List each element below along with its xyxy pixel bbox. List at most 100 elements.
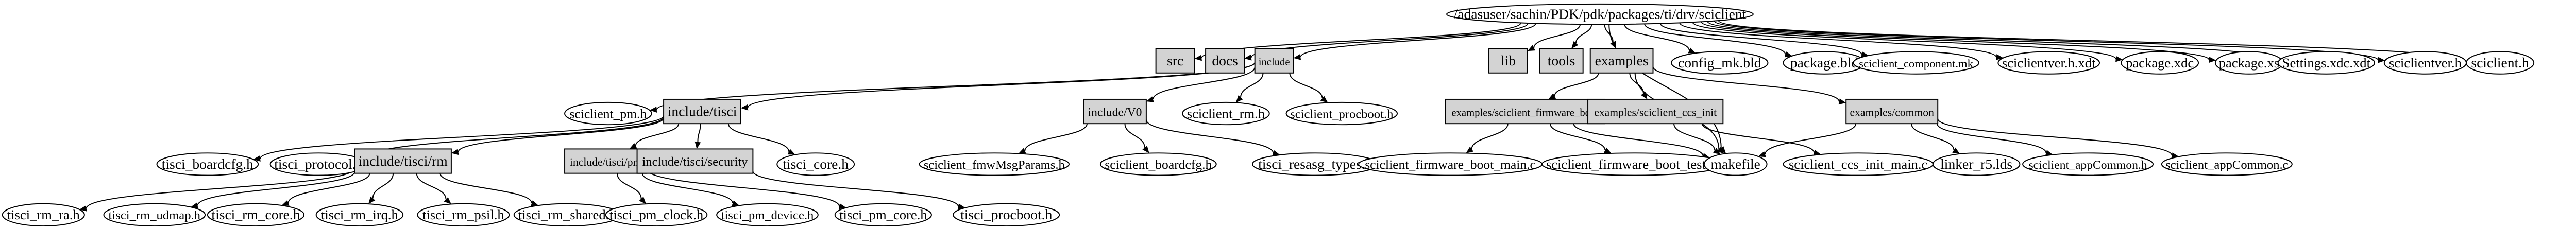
arrowhead-include_v0-to-sciclient_boardcfg_h — [1142, 146, 1149, 153]
node-tools[interactable]: tools — [1539, 48, 1584, 74]
node-tisci_pm_clock_h[interactable]: tisci_pm_clock.h — [605, 203, 708, 227]
arrowhead-include-to-sciclient_pm_h — [649, 107, 657, 113]
node-tisci_protocol_h[interactable]: tisci_protocol.h — [269, 152, 367, 176]
file-ellipse — [1853, 51, 1979, 75]
edge-ex_ccs_init-to-ccs_init_main_c — [1702, 123, 1815, 153]
node-linker_r5_lds[interactable]: linker_r5.lds — [1932, 152, 2021, 176]
node-include_tisci[interactable]: include/tisci — [663, 98, 741, 125]
node-settings_xdc_xdt[interactable]: Settings.xdc.xdt — [2277, 51, 2376, 75]
node-label: tisci_resasg_types.h — [1258, 156, 1372, 172]
file-ellipse — [564, 101, 652, 126]
node-config_mk_bld[interactable]: config_mk.bld — [1671, 51, 1769, 75]
node-label: package.bld — [1790, 55, 1859, 71]
node-label: sciclient_fmwMsgParams.h — [924, 158, 1065, 172]
directory-box — [1083, 98, 1147, 125]
node-tisci_pm_core_h[interactable]: tisci_pm_core.h — [834, 203, 932, 227]
edge-ex_fw_boot-to-fw_boot_tests_h — [1549, 123, 1606, 151]
arrowhead-include_v0-to-tisci_resasg_types_h — [1272, 150, 1280, 156]
file-ellipse — [1671, 51, 1769, 75]
node-examples[interactable]: examples — [1589, 48, 1654, 74]
arrowhead-include_tisci_pm-to-tisci_pm_clock_h — [639, 197, 647, 204]
directory-box — [1539, 48, 1584, 74]
node-include_tisci_pm[interactable]: include/tisci/pm — [564, 148, 648, 174]
arrowhead-include-to-sciclient_rm_h — [1235, 95, 1243, 103]
node-lib[interactable]: lib — [1488, 48, 1528, 74]
node-label: /adasuser/sachin/PDK/pdk/packages/ti/drv… — [1454, 6, 1747, 22]
node-sciclient_h[interactable]: sciclient.h — [2466, 51, 2535, 75]
arrowhead-root-to-sciclientver_h — [2378, 57, 2385, 63]
node-tisci_procboot_h[interactable]: tisci_procboot.h — [953, 203, 1060, 227]
arrowhead-root-to-makefile — [1719, 146, 1726, 154]
node-tisci_rm_core_h[interactable]: tisci_rm_core.h — [207, 203, 305, 227]
node-tisci_rm_udmap_h[interactable]: tisci_rm_udmap.h — [103, 203, 206, 227]
node-tisci_pm_device_h[interactable]: tisci_pm_device.h — [716, 203, 819, 227]
edge-root-to-src — [1201, 22, 1521, 58]
node-sciclient_component_mk[interactable]: sciclient_component.mk — [1853, 51, 1979, 75]
file-ellipse — [716, 203, 819, 227]
arrowhead-ex_ccs_init-to-makefile — [1713, 148, 1721, 154]
node-label: tisci_rm_ra.h — [7, 207, 80, 222]
node-include_tisci_security[interactable]: include/tisci/security — [636, 148, 754, 174]
node-tisci_core_h[interactable]: tisci_core.h — [776, 152, 855, 176]
node-sciclient_procboot_h[interactable]: sciclient_procboot.h — [1285, 101, 1398, 126]
file-ellipse — [207, 203, 305, 227]
node-label: tisci_pm_device.h — [721, 208, 814, 222]
node-label: tisci_rm_core.h — [211, 206, 300, 222]
node-label: lib — [1501, 52, 1516, 68]
node-ccs_init_main_c[interactable]: sciclient_ccs_init_main.c — [1783, 152, 1934, 176]
arrowhead-root-to-include — [1293, 54, 1301, 60]
node-include_v0[interactable]: include/V0 — [1083, 98, 1147, 125]
directory-box — [1205, 48, 1245, 74]
node-ex_common[interactable]: examples/common — [1845, 98, 1939, 125]
edge-root-to-examples — [1604, 24, 1614, 43]
node-sciclientver_h[interactable]: sciclientver.h — [2383, 51, 2467, 75]
node-sciclient_boardcfg_h[interactable]: sciclient_boardcfg.h — [1099, 152, 1217, 176]
node-package_xs[interactable]: package.xs — [2214, 51, 2284, 75]
node-sciclient_rm_h[interactable]: sciclient_rm.h — [1182, 101, 1270, 126]
node-label: examples/sciclient_firmware_boot — [1451, 107, 1599, 118]
node-src[interactable]: src — [1155, 48, 1195, 74]
node-fw_boot_tests_h[interactable]: sciclient_firmware_boot_tests.h — [1541, 152, 1726, 176]
edge-include_tisci_rm-to-tisci_rm_shared_h — [439, 173, 532, 204]
file-ellipse — [919, 152, 1070, 176]
node-package_bld[interactable]: package.bld — [1783, 51, 1866, 75]
node-label: sciclient_firmware_boot_main.c — [1365, 157, 1536, 172]
node-ex_ccs_init[interactable]: examples/sciclient_ccs_init — [1587, 98, 1724, 125]
node-label: examples/sciclient_ccs_init — [1594, 106, 1717, 118]
node-include[interactable]: include — [1254, 48, 1294, 74]
edge-include_v0-to-sciclient_fmwMsgParams_h — [1024, 123, 1088, 151]
node-sciclientver_h_xdt[interactable]: sciclientver.h.xdt — [1997, 51, 2100, 75]
node-label: makefile — [1711, 156, 1760, 172]
node-label: sciclient.h — [2471, 55, 2529, 71]
edge-root-to-include — [1300, 23, 1536, 58]
directory-box — [1254, 48, 1294, 74]
node-include_tisci_rm[interactable]: include/tisci/rm — [354, 148, 452, 174]
node-appCommon_c[interactable]: sciclient_appCommon.c — [2161, 152, 2293, 176]
arrowhead-root-to-sciclientver_h_xdt — [1996, 54, 2004, 60]
file-ellipse — [834, 203, 932, 227]
node-tisci_rm_shared_h[interactable]: tisci_rm_shared.h — [513, 203, 621, 227]
node-label: config_mk.bld — [1678, 55, 1761, 71]
node-makefile[interactable]: makefile — [1703, 152, 1768, 176]
node-package_xdc[interactable]: package.xdc — [2121, 51, 2199, 75]
node-appCommon_h[interactable]: sciclient_appCommon.h — [2022, 152, 2154, 176]
arrowhead-include-to-include_tisci — [740, 104, 749, 111]
node-tisci_boardcfg_h[interactable]: tisci_boardcfg.h — [156, 152, 259, 176]
node-ex_fw_boot[interactable]: examples/sciclient_firmware_boot — [1445, 98, 1605, 125]
arrowhead-ex_common-to-makefile — [1758, 151, 1766, 157]
file-ellipse — [1932, 152, 2021, 176]
node-sciclient_fmwMsgParams_h[interactable]: sciclient_fmwMsgParams.h — [919, 152, 1070, 176]
file-ellipse — [2161, 152, 2293, 176]
node-label: sciclient_pm.h — [569, 106, 647, 121]
node-tisci_resasg_types_h[interactable]: tisci_resasg_types.h — [1251, 152, 1379, 176]
node-fw_boot_main_c[interactable]: sciclient_firmware_boot_main.c — [1358, 152, 1543, 176]
node-docs[interactable]: docs — [1205, 48, 1245, 74]
node-root[interactable]: /adasuser/sachin/PDK/pdk/packages/ti/drv… — [1446, 3, 1754, 25]
edge-root-to-tools — [1575, 24, 1592, 44]
node-tisci_rm_irq_h[interactable]: tisci_rm_irq.h — [315, 203, 404, 227]
node-tisci_rm_psil_h[interactable]: tisci_rm_psil.h — [417, 203, 510, 227]
node-sciclient_pm_h[interactable]: sciclient_pm.h — [564, 101, 652, 126]
node-tisci_rm_ra_h[interactable]: tisci_rm_ra.h — [2, 203, 85, 227]
arrowhead-ex_common-to-linker_r5_lds — [1952, 147, 1960, 154]
